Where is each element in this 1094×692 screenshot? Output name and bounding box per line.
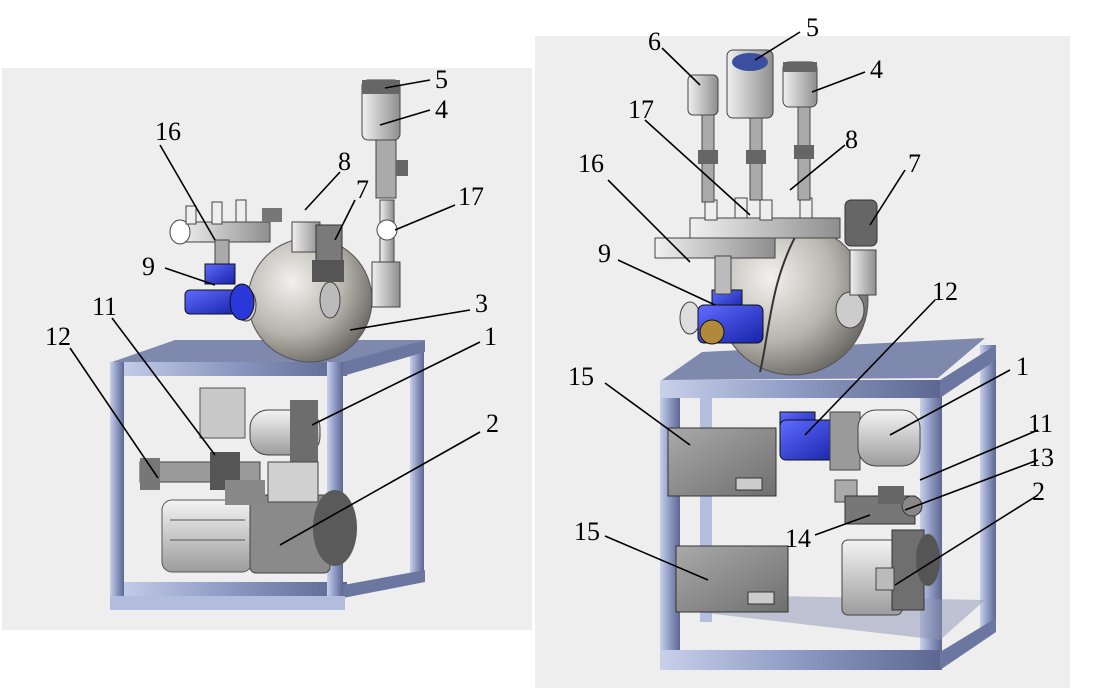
left-callout-1: 1 — [484, 322, 497, 351]
right-valve-7 — [844, 199, 878, 296]
right-controller-box-14 — [667, 427, 777, 497]
right-callout-13: 14 — [785, 524, 811, 553]
right-callout-16: 16 — [578, 149, 604, 178]
left-callout-8: 8 — [338, 147, 351, 176]
right-gauges — [687, 49, 818, 119]
right-callout-6: 6 — [648, 27, 661, 56]
left-callout-17: 17 — [458, 182, 484, 211]
right-callout-12: 13 — [1028, 443, 1054, 472]
right-controller-box-15 — [675, 545, 789, 613]
left-callout-12: 12 — [45, 322, 71, 351]
right-turbo-pump — [779, 409, 921, 471]
right-callout-10: 12 — [932, 277, 958, 306]
left-blue-valve — [184, 263, 255, 321]
right-blue-valve — [697, 289, 764, 345]
right-view: 6 5 4 17 8 16 7 9 12 1 15 11 13 2 14 15 — [535, 13, 1070, 688]
right-callout-9: 9 — [598, 239, 611, 268]
left-callouts: 5 4 8 7 17 16 9 3 1 2 11 12 — [45, 65, 499, 438]
left-callout-9: 9 — [142, 252, 155, 281]
right-callout-8: 8 — [845, 125, 858, 154]
right-vacuum-pump — [841, 529, 940, 616]
right-callout-15: 15 — [574, 517, 600, 546]
left-view: 5 4 8 7 17 16 9 3 1 2 11 12 — [2, 65, 532, 630]
left-callout-4: 4 — [435, 95, 448, 124]
left-callout-16: 16 — [155, 117, 181, 146]
right-callouts: 6 5 4 17 8 16 7 9 12 1 15 11 13 2 14 15 — [568, 13, 1054, 553]
left-vacuum-pump — [161, 490, 357, 574]
left-valve-assembly — [139, 387, 265, 505]
left-callout-2: 2 — [486, 409, 499, 438]
left-callout-5: 5 — [435, 65, 448, 94]
left-callout-3: 3 — [475, 289, 488, 318]
right-manifold — [654, 197, 841, 295]
right-callout-14: 15 — [568, 362, 594, 391]
right-callout-1: 1 — [1016, 352, 1029, 381]
left-leader-lines — [69, 79, 481, 546]
right-leader-lines — [604, 31, 1039, 586]
left-turbo-pump — [249, 400, 321, 503]
left-callout-7: 7 — [356, 175, 369, 204]
right-callout-11: 11 — [1028, 409, 1053, 438]
right-callout-7: 7 — [908, 149, 921, 178]
left-gauge-column — [361, 79, 408, 308]
right-callout-17: 17 — [628, 95, 654, 124]
left-callout-11: 11 — [92, 292, 117, 321]
right-valve-assembly — [834, 479, 923, 525]
right-callout-4: 4 — [870, 55, 883, 84]
right-callout-2: 2 — [1032, 477, 1045, 506]
left-manifold — [169, 199, 282, 266]
right-callout-5: 5 — [806, 13, 819, 42]
